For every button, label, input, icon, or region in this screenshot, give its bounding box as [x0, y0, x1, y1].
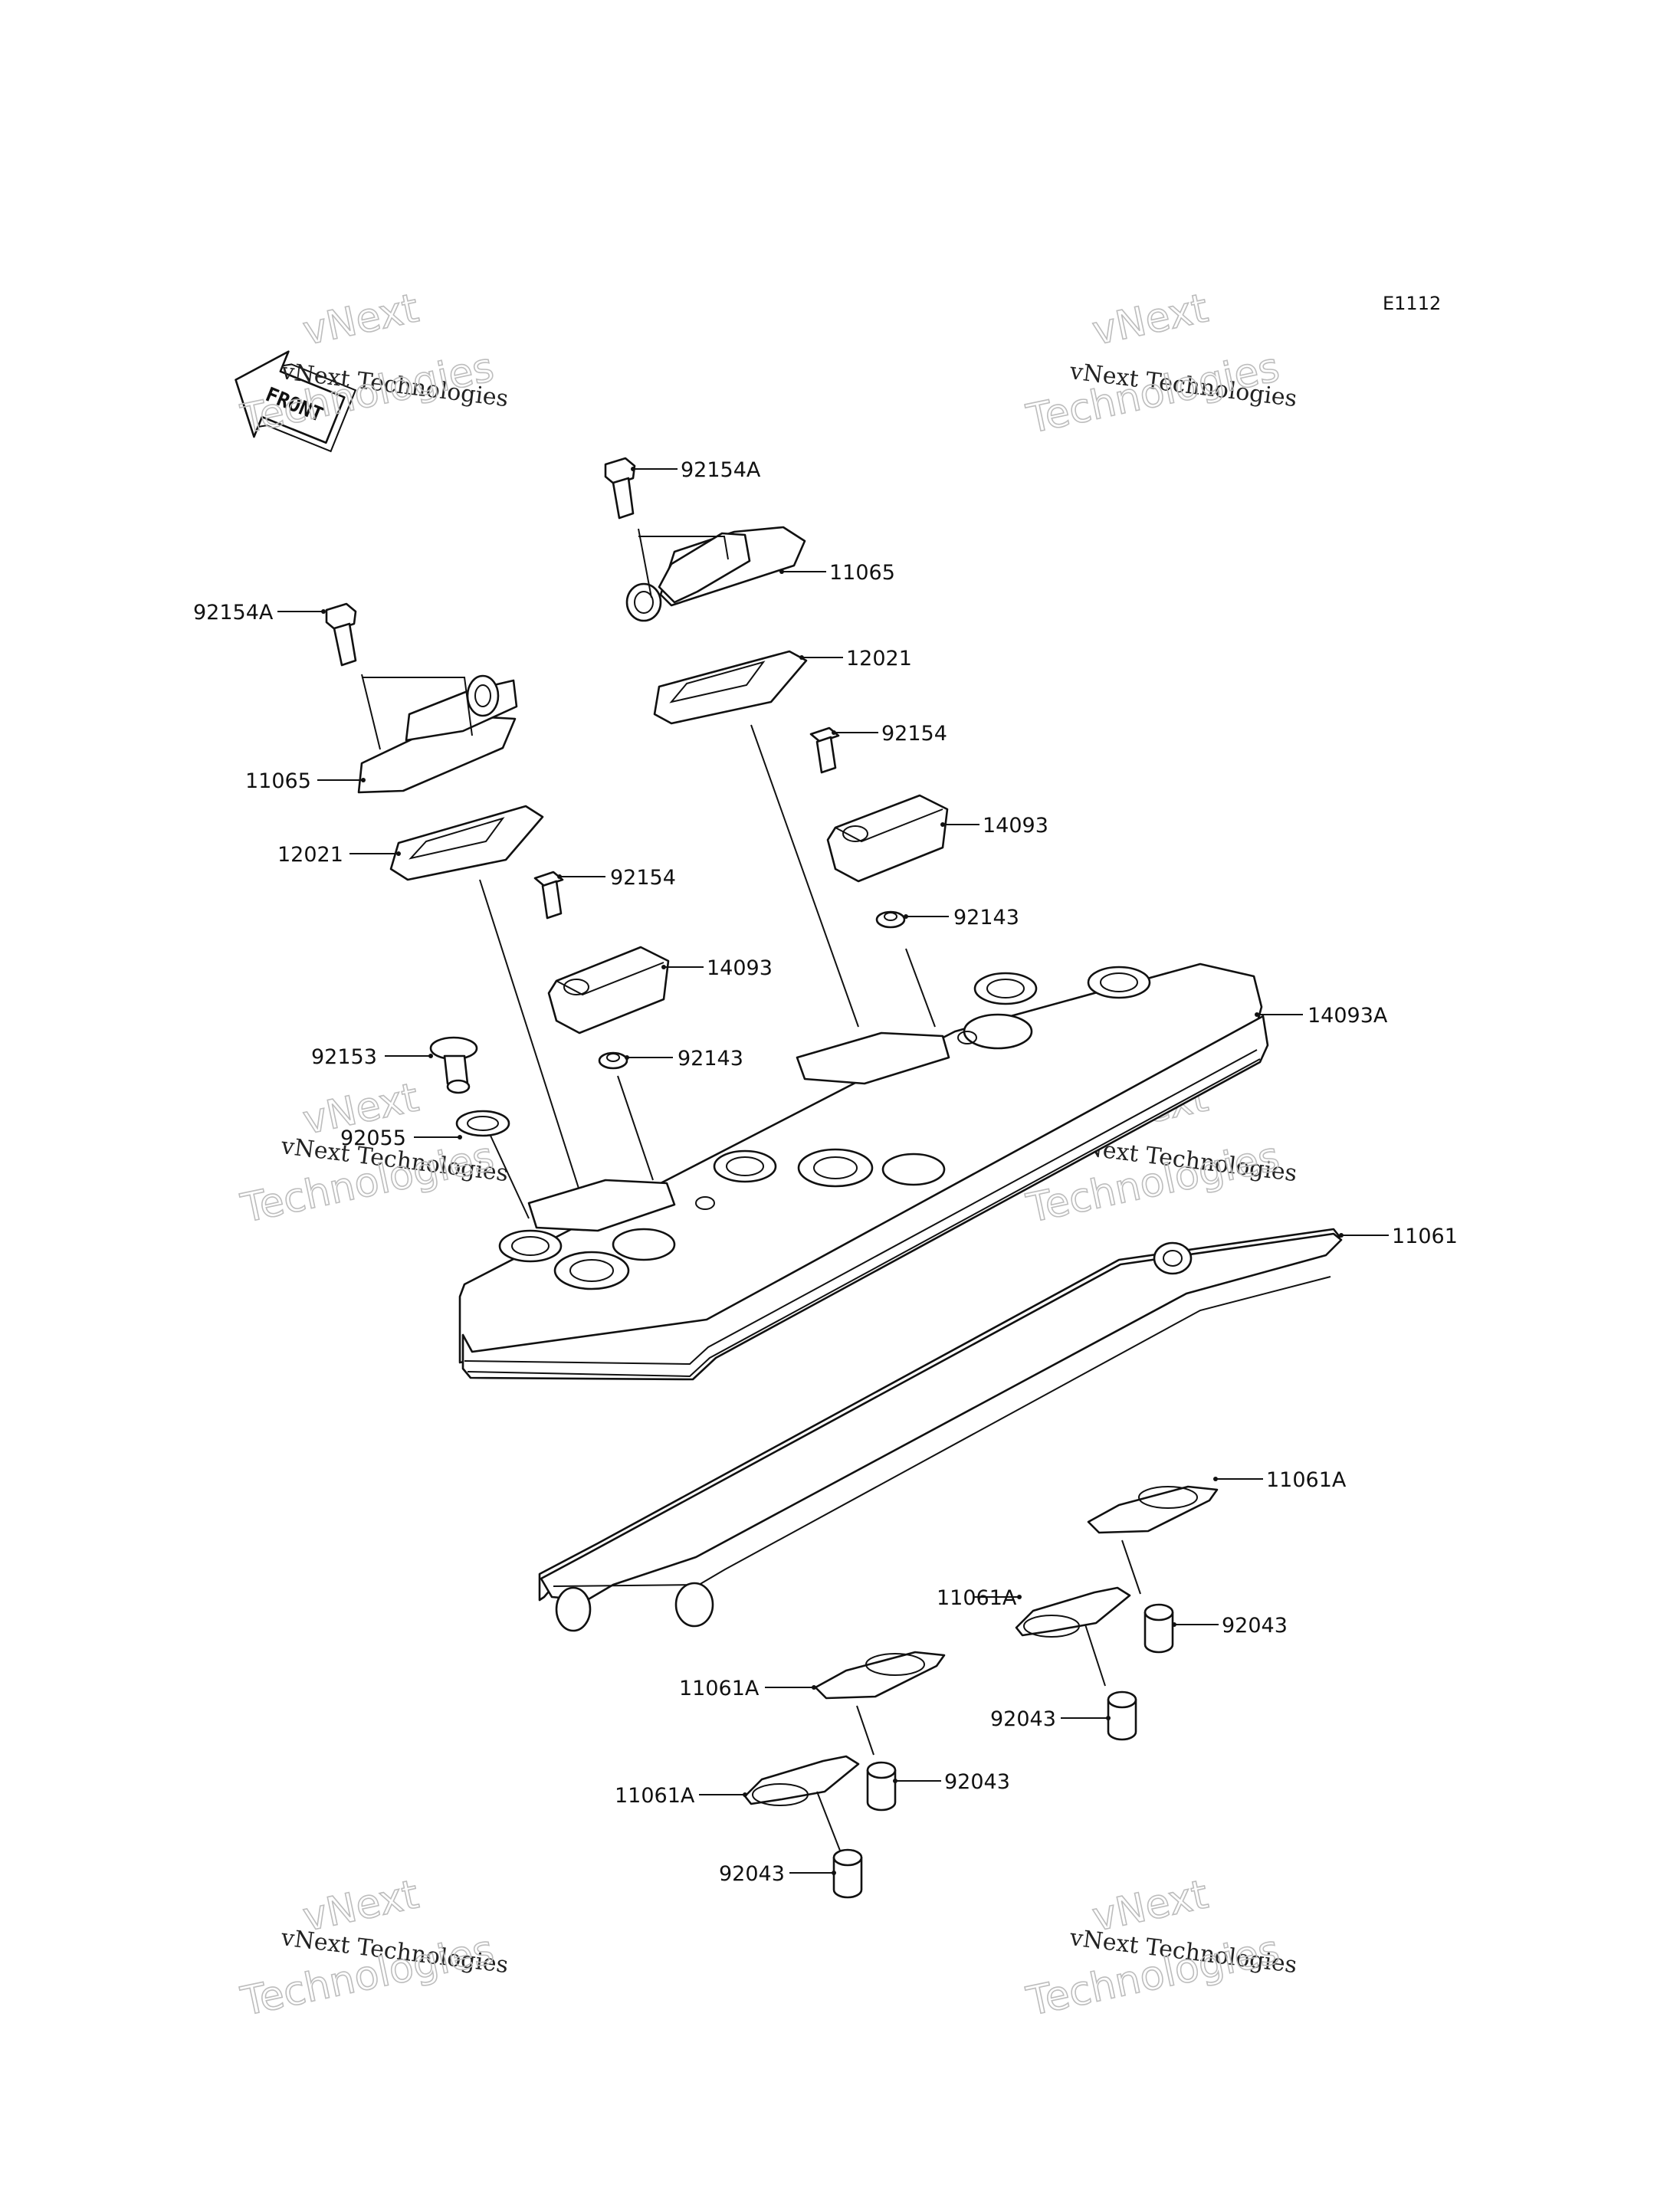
part-label-92154-top: 92154	[881, 722, 947, 746]
part-label-14093-left: 14093	[707, 956, 773, 980]
part-label-11061a-2: 11061A	[937, 1586, 1017, 1610]
part-label-11061a-1: 11061A	[1266, 1468, 1347, 1492]
bolt-92154-top	[809, 726, 840, 774]
cap-14093-left	[547, 946, 670, 1035]
part-label-92043-1: 92043	[1222, 1614, 1288, 1638]
collar-92043-1	[1144, 1603, 1174, 1654]
svg-text:vNext: vNext	[1088, 285, 1212, 354]
cap-14093-top	[826, 794, 949, 883]
part-label-92043-2: 92043	[990, 1707, 1056, 1731]
plug-gasket-11061a-4	[743, 1755, 860, 1806]
washer-92143-left	[598, 1051, 628, 1070]
collar-92043-4	[832, 1848, 863, 1899]
breather-cover-11065-top	[625, 526, 806, 622]
gasket-12021-top	[653, 650, 808, 725]
watermark-bottom-right: vNext vNext Technologies Technologies	[1022, 1871, 1298, 2026]
part-label-92154a-left: 92154A	[193, 601, 274, 625]
part-label-92154a-top: 92154A	[681, 458, 761, 482]
bolt-92154a-top	[604, 457, 636, 520]
diagram-code: E1112	[1383, 293, 1441, 314]
grommet-92055	[455, 1110, 510, 1137]
part-label-92043-4: 92043	[719, 1862, 785, 1886]
part-label-92043-3: 92043	[944, 1770, 1010, 1794]
svg-text:Technologies: Technologies	[1022, 345, 1283, 443]
part-label-92143-left: 92143	[678, 1047, 743, 1071]
bolt-92153	[429, 1036, 478, 1094]
part-label-11061a-3: 11061A	[679, 1677, 760, 1700]
part-label-11065-top: 11065	[829, 561, 895, 585]
plug-gasket-11061a-1	[1087, 1485, 1219, 1534]
part-label-11065-left: 11065	[245, 769, 311, 793]
part-label-11061a-4: 11061A	[615, 1784, 695, 1808]
part-label-14093a: 14093A	[1308, 1004, 1388, 1028]
plug-gasket-11061a-3	[814, 1651, 946, 1700]
plug-gasket-11061a-2	[1015, 1586, 1131, 1638]
breather-cover-11065-left	[357, 674, 518, 794]
watermark-top-right: vNext vNext Technologies Technologies	[1022, 285, 1298, 444]
collar-92043-3	[866, 1761, 897, 1812]
cover-gasket-11061	[538, 1228, 1343, 1632]
watermark-bottom-left: vNext vNext Technologies Technologies	[236, 1871, 510, 2026]
cylinder-head-cover-14093a	[458, 962, 1269, 1381]
bolt-92154a-left	[325, 602, 357, 667]
part-label-92153: 92153	[311, 1045, 377, 1069]
washer-92143-top	[875, 910, 906, 929]
watermark-mid-left: vNext vNext Technologies Technologies	[236, 1074, 510, 1233]
part-label-12021-left: 12021	[277, 843, 343, 867]
bolt-92154-left	[533, 871, 564, 920]
part-label-92154-left: 92154	[610, 866, 676, 890]
collar-92043-2	[1107, 1690, 1137, 1741]
part-label-92055: 92055	[340, 1126, 406, 1150]
part-label-11061: 11061	[1392, 1225, 1458, 1248]
gasket-12021-left	[389, 805, 544, 881]
part-label-92143-top: 92143	[953, 906, 1019, 930]
front-arrow-icon: FRONT	[235, 350, 357, 453]
part-label-14093-top: 14093	[983, 814, 1048, 838]
svg-text:vNext: vNext	[299, 285, 422, 354]
part-label-12021-top: 12021	[846, 647, 912, 671]
